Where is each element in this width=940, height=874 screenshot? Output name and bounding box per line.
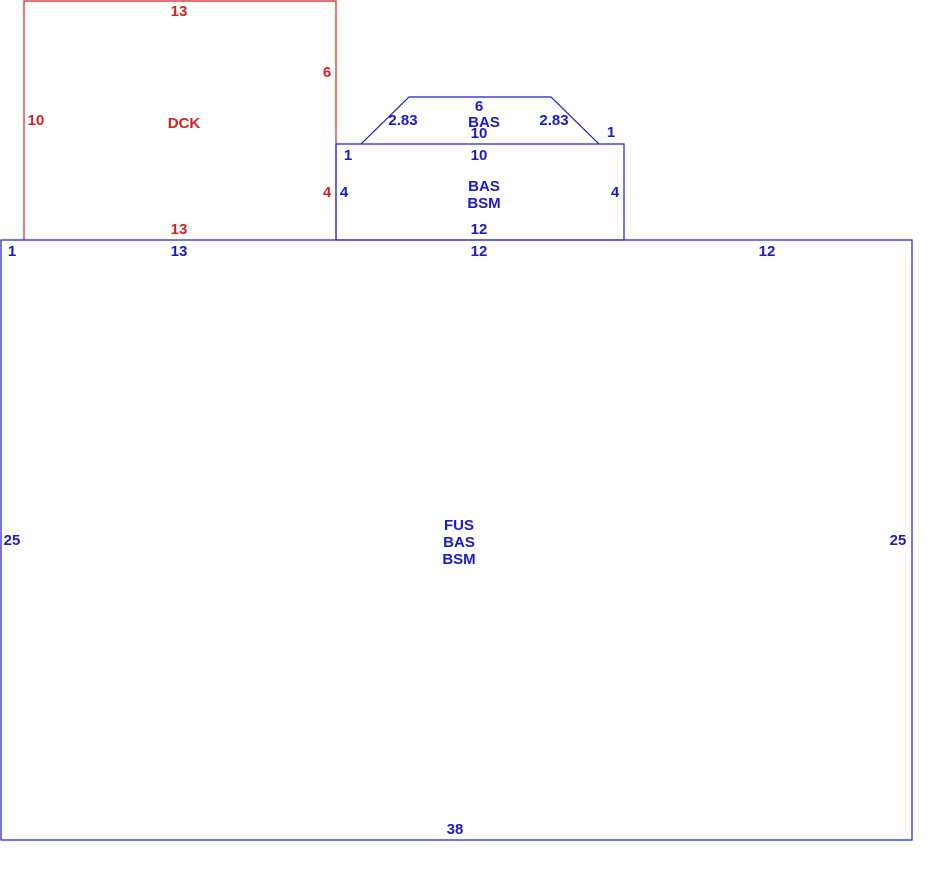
deck-right-upper-dimension: 6 (323, 64, 331, 81)
addition-area: 1 10 4 4 12 BAS BSM (335, 143, 625, 241)
main-area: 1 13 12 12 25 25 38 FUS BAS BSM (0, 239, 913, 841)
addition-area-code-2: BSM (467, 195, 500, 212)
addition-top-offset-dimension: 1 (344, 147, 352, 164)
bay-inner-dimension: 10 (471, 125, 488, 142)
deck-outline (23, 0, 337, 240)
main-area-code-3: BSM (442, 551, 475, 568)
addition-bottom-dimension: 12 (471, 221, 488, 238)
bay-right-diagonal-dimension: 2.83 (539, 112, 568, 129)
main-top-right-dimension: 12 (759, 243, 776, 260)
addition-left-dimension: 4 (340, 184, 349, 201)
bay-top-dimension: 6 (475, 98, 483, 115)
deck-right-lower-dimension: 4 (323, 184, 332, 201)
bay-right-offset-dimension: 1 (607, 124, 615, 141)
main-bottom-dimension: 38 (447, 821, 464, 838)
deck-left-dimension: 10 (28, 112, 45, 129)
bay-left-diagonal-dimension: 2.83 (388, 112, 417, 129)
main-area-code-1: FUS (444, 517, 474, 534)
addition-right-dimension: 4 (611, 184, 620, 201)
deck-area: 13 10 6 4 13 DCK (23, 0, 337, 240)
main-outline (0, 239, 913, 841)
main-top-left-dimension: 13 (171, 243, 188, 260)
deck-bottom-dimension: 13 (171, 221, 188, 238)
bay-area-code: BAS (468, 114, 500, 131)
bay-outline (360, 96, 600, 145)
deck-area-code: DCK (168, 115, 201, 132)
main-top-middle-dimension: 12 (471, 243, 488, 260)
deck-top-dimension: 13 (171, 3, 188, 20)
main-area-code-2: BAS (443, 534, 475, 551)
main-right-dimension: 25 (890, 532, 907, 549)
addition-area-code-1: BAS (468, 178, 500, 195)
addition-top-dimension: 10 (471, 147, 488, 164)
bay-area: 6 BAS 10 2.83 2.83 1 (360, 96, 615, 145)
main-top-offset-dimension: 1 (8, 243, 16, 260)
main-left-dimension: 25 (4, 532, 21, 549)
